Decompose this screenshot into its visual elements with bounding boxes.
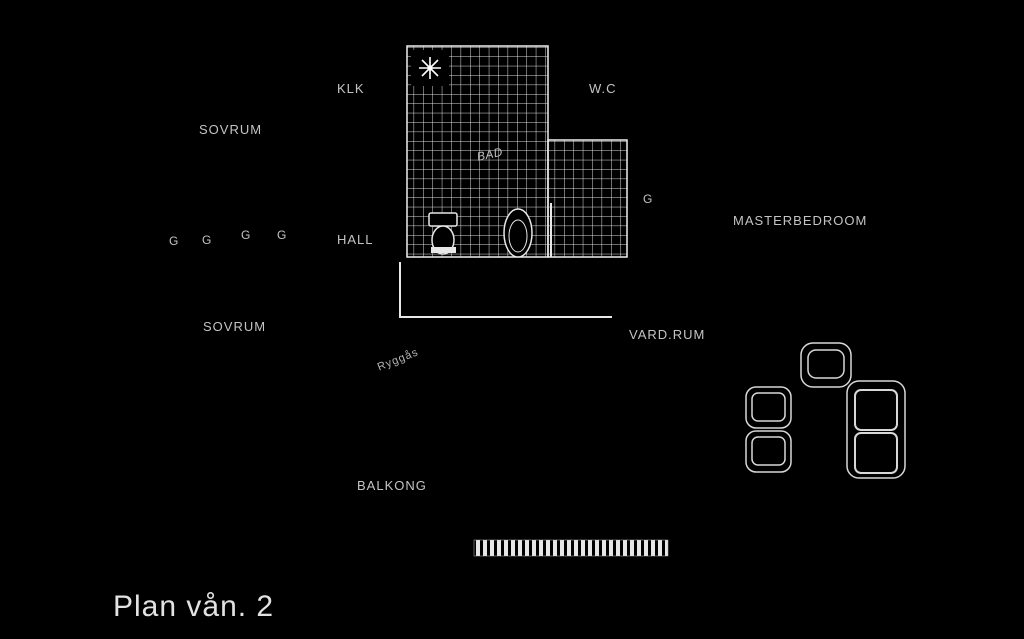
chair-icon <box>745 386 792 429</box>
wardrobe-label-g-4: G <box>277 228 287 242</box>
room-label-sovrum-bottom: SOVRUM <box>203 319 267 334</box>
room-label-masterbedroom: MASTERBEDROOM <box>733 213 868 228</box>
wardrobe-label-g-right: G <box>643 192 653 206</box>
room-label-klk: KLK <box>337 81 365 96</box>
room-label-balkong: BALKONG <box>357 478 427 493</box>
furniture-group <box>745 342 906 479</box>
toilet-icon <box>428 212 458 255</box>
room-label-sovrum-top: SOVRUM <box>199 122 263 137</box>
wall-lines <box>399 203 612 318</box>
sofa-icon <box>846 380 906 479</box>
wardrobe-label-g-2: G <box>202 233 212 247</box>
floor-drain-icon <box>411 50 449 86</box>
room-label-hall: HALL <box>337 232 374 247</box>
room-label-vardrum: VARD.RUM <box>629 327 706 342</box>
sink-icon <box>503 208 533 258</box>
room-label-wc: W.C <box>589 81 617 96</box>
wardrobe-label-g-1: G <box>169 234 179 248</box>
wardrobe-label-g-3: G <box>241 228 251 242</box>
chair-icon <box>745 430 792 473</box>
stair-hatch <box>473 539 669 557</box>
plan-title: Plan vån. 2 <box>113 590 275 623</box>
armchair-icon <box>800 342 852 388</box>
